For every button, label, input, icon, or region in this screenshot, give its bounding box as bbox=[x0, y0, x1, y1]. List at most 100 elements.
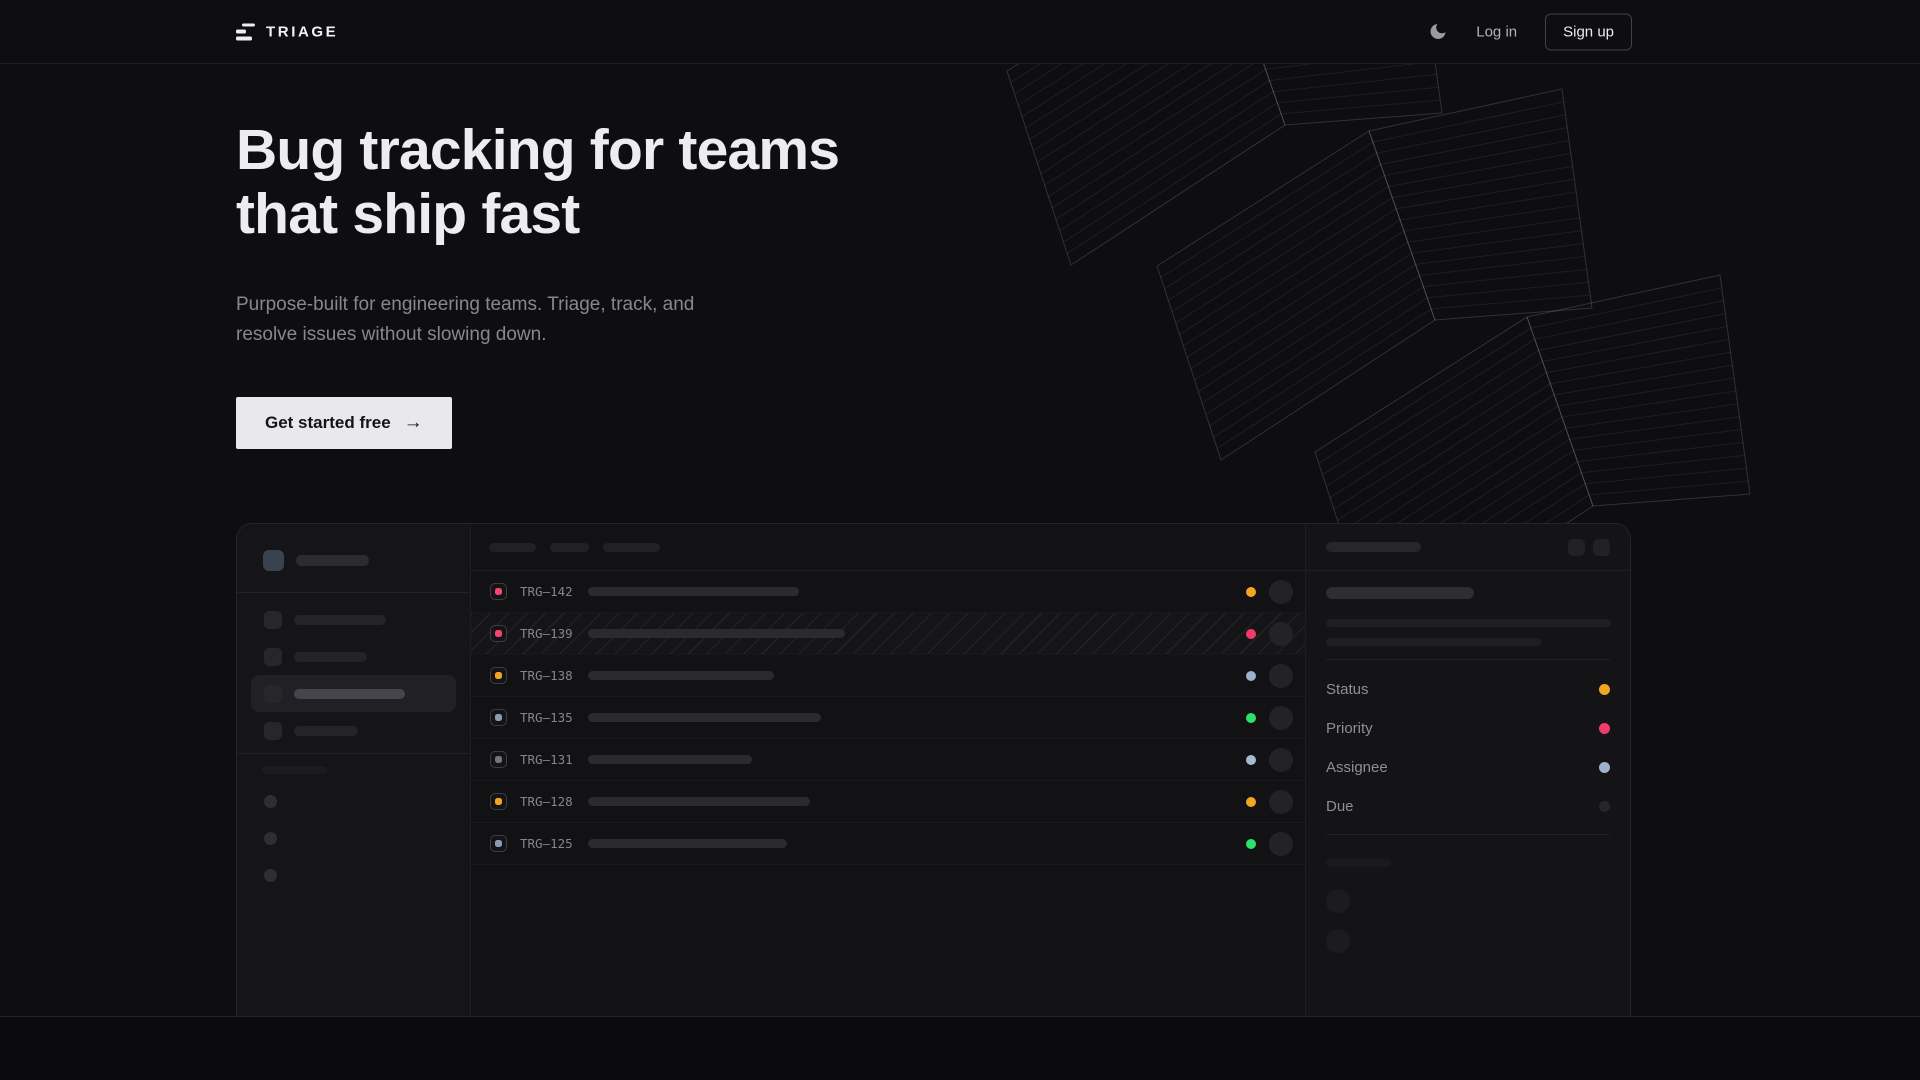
get-started-label: Get started free bbox=[265, 413, 391, 432]
signup-button[interactable]: Sign up bbox=[1545, 13, 1632, 50]
nav-icon bbox=[264, 647, 282, 666]
issue-type-chip bbox=[490, 793, 507, 810]
skeleton-bar bbox=[1326, 542, 1421, 552]
issue-row: TRG–138 bbox=[471, 655, 1305, 697]
skeleton-bar bbox=[587, 839, 787, 848]
issue-type-chip bbox=[490, 667, 507, 684]
avatar bbox=[1269, 663, 1293, 688]
detail-action-button bbox=[1568, 538, 1585, 556]
status-dot bbox=[1246, 712, 1256, 723]
skeleton-line bbox=[1326, 638, 1541, 646]
skeleton-line bbox=[1326, 619, 1611, 627]
divider bbox=[1326, 834, 1610, 835]
status-dot bbox=[1246, 586, 1256, 597]
sidebar-item bbox=[251, 638, 456, 675]
hero-subtitle-line1: Purpose-built for engineering teams. Tri… bbox=[236, 294, 695, 315]
divider bbox=[237, 592, 470, 593]
avatar bbox=[1269, 579, 1293, 604]
status-dot bbox=[1246, 754, 1256, 765]
skeleton-bar bbox=[587, 755, 752, 764]
login-button[interactable]: Log in bbox=[1476, 23, 1518, 40]
issue-row: TRG–142 bbox=[471, 571, 1305, 613]
nav-icon bbox=[264, 610, 282, 629]
property-label: Status bbox=[1326, 681, 1369, 698]
property-row-priority: Priority bbox=[1326, 709, 1610, 748]
hero-title: Bug tracking for teams that ship fast bbox=[236, 118, 840, 246]
sidebar-nav bbox=[237, 593, 470, 749]
property-label: Priority bbox=[1326, 720, 1373, 737]
nav-icon bbox=[264, 721, 282, 740]
chip-dot bbox=[495, 756, 502, 763]
skeleton-bar bbox=[294, 614, 386, 625]
detail-body: Status Priority Assignee Due bbox=[1306, 587, 1630, 953]
avatar bbox=[1326, 929, 1350, 953]
property-row-due: Due bbox=[1326, 787, 1610, 826]
avatar bbox=[1269, 831, 1293, 856]
avatar bbox=[1269, 621, 1293, 646]
issue-list: TRG–142 TRG–139 TRG–138 TRG–135 bbox=[471, 524, 1305, 1016]
issue-row: TRG–131 bbox=[471, 739, 1305, 781]
chip-dot bbox=[495, 840, 502, 847]
hero-subtitle-line2: resolve issues without slowing down. bbox=[236, 324, 547, 345]
brand-name: TRIAGE bbox=[266, 23, 339, 40]
workspace-switcher bbox=[237, 524, 470, 571]
skeleton-bar bbox=[262, 766, 327, 774]
avatar bbox=[1269, 747, 1293, 772]
issue-id: TRG–135 bbox=[520, 710, 573, 725]
avatar bbox=[1269, 789, 1293, 814]
skeleton-dot bbox=[264, 832, 277, 845]
status-dot bbox=[1246, 838, 1256, 849]
issue-type-chip bbox=[490, 709, 507, 726]
arrow-right-icon: → bbox=[403, 411, 423, 433]
status-dot bbox=[1246, 628, 1256, 639]
issue-id: TRG–131 bbox=[520, 752, 573, 767]
chip-dot bbox=[495, 672, 502, 679]
skeleton-bar bbox=[587, 629, 845, 638]
get-started-button[interactable]: Get started free → bbox=[236, 397, 452, 449]
skeleton-title-bar bbox=[1326, 587, 1474, 599]
skeleton-bar bbox=[1326, 859, 1391, 867]
skeleton-bar bbox=[294, 651, 367, 662]
due-dot bbox=[1599, 801, 1610, 812]
skeleton-pill bbox=[489, 542, 536, 552]
header: TRIAGE Log in Sign up bbox=[0, 0, 1920, 64]
issue-row-selected: TRG–139 bbox=[471, 613, 1305, 655]
issue-detail-panel: Status Priority Assignee Due bbox=[1305, 524, 1630, 1016]
theme-toggle-button[interactable] bbox=[1428, 22, 1448, 42]
issue-type-chip bbox=[490, 583, 507, 600]
issue-id: TRG–138 bbox=[520, 668, 573, 683]
issue-row: TRG–128 bbox=[471, 781, 1305, 823]
status-dot bbox=[1599, 684, 1610, 695]
issue-id: TRG–125 bbox=[520, 836, 573, 851]
assignee-dot bbox=[1599, 762, 1610, 773]
skeleton-dot bbox=[264, 795, 277, 808]
sidebar-item bbox=[251, 601, 456, 638]
hero-subtitle: Purpose-built for engineering teams. Tri… bbox=[236, 290, 694, 350]
skeleton-bar bbox=[587, 713, 821, 722]
issue-id: TRG–128 bbox=[520, 794, 573, 809]
footer bbox=[0, 1017, 1920, 1080]
sidebar-item-active bbox=[251, 675, 456, 712]
issue-id: TRG–139 bbox=[520, 626, 573, 641]
issue-row: TRG–135 bbox=[471, 697, 1305, 739]
status-dot bbox=[1246, 670, 1256, 681]
status-dot bbox=[1246, 796, 1256, 807]
issue-type-chip bbox=[490, 751, 507, 768]
skeleton-bar bbox=[587, 671, 774, 680]
avatar bbox=[1326, 889, 1350, 913]
skeleton-bar bbox=[296, 555, 369, 566]
priority-dot bbox=[1599, 723, 1610, 734]
hero-title-line2: that ship fast bbox=[236, 182, 580, 246]
header-actions: Log in Sign up bbox=[1428, 13, 1632, 50]
chip-dot bbox=[495, 630, 502, 637]
detail-header bbox=[1306, 524, 1630, 571]
property-row-status: Status bbox=[1326, 670, 1610, 709]
skeleton-bar bbox=[587, 797, 810, 806]
skeleton-bar bbox=[294, 725, 358, 736]
property-label: Assignee bbox=[1326, 759, 1388, 776]
skeleton-pill bbox=[603, 542, 660, 552]
issue-row: TRG–125 bbox=[471, 823, 1305, 865]
chip-dot bbox=[495, 588, 502, 595]
issue-id: TRG–142 bbox=[520, 584, 573, 599]
brand-logo[interactable]: TRIAGE bbox=[236, 23, 338, 40]
